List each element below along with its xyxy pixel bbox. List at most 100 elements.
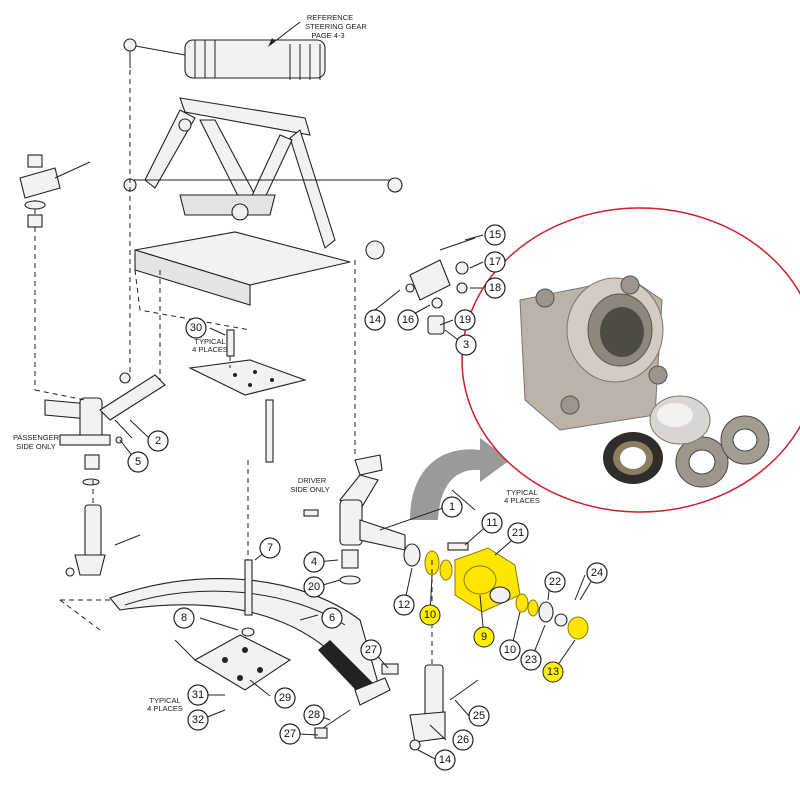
callout-8: 8 [173,607,195,629]
typical-right-line2: 4 PLACES [504,496,540,505]
callout-16: 16 [397,309,419,331]
typical-top-line1: TYPICAL [194,337,225,346]
callout-30: 30 [185,317,207,339]
svg-text:19: 19 [459,314,471,326]
svg-text:7: 7 [267,542,273,554]
callout-6: 6 [321,607,343,629]
callout-26: 26 [452,729,474,751]
svg-text:12: 12 [398,599,410,611]
callout-14-bottom: 14 [434,749,456,771]
typical-bottom-line2: 4 PLACES [147,704,183,713]
callout-29: 29 [274,687,296,709]
callout-11: 11 [481,512,503,534]
mounting-plate: TYPICAL 4 PLACES [188,329,307,463]
svg-text:14: 14 [369,314,381,326]
svg-text:23: 23 [525,654,537,666]
callout-31: 31 [187,684,209,706]
svg-text:1: 1 [449,501,455,513]
svg-text:31: 31 [192,689,204,701]
driver-note-line2: SIDE ONLY [290,485,329,494]
callout-23: 23 [520,649,542,671]
passenger-note-line1: PASSENGER [13,433,60,442]
spring-clamp-plate [174,460,292,691]
callout-19: 19 [454,309,476,331]
passenger-spindle-assembly: PASSENGER SIDE ONLY [13,70,166,486]
svg-text:32: 32 [192,714,204,726]
svg-text:2: 2 [155,435,161,447]
callout-21: 21 [507,522,529,544]
svg-text:14: 14 [439,754,451,766]
svg-text:11: 11 [486,517,497,529]
wheel-hub-assembly [403,542,589,640]
reference-note-line1: REFERENCE [307,13,353,22]
callout-3: 3 [455,334,477,356]
svg-text:4: 4 [311,556,317,568]
svg-text:17: 17 [489,256,501,268]
svg-text:8: 8 [181,612,187,624]
svg-text:15: 15 [489,229,501,241]
callout-5: 5 [127,451,149,473]
svg-text:3: 3 [463,339,469,351]
upper-right-bracket [405,237,476,335]
callout-24: 24 [586,562,608,584]
callout-17: 17 [484,251,506,273]
svg-text:10: 10 [424,609,436,621]
callout-10-left: 10 [419,604,441,626]
svg-text:29: 29 [279,692,291,704]
callout-4: 4 [303,551,325,573]
svg-text:22: 22 [549,576,561,588]
driver-spindle-assembly: DRIVER SIDE ONLY [290,260,406,585]
svg-text:21: 21 [512,527,524,539]
typical-bottom-line1: TYPICAL [149,696,180,705]
upper-ball-joint-left [19,154,91,228]
reference-note-line3: PAGE 4-3 [311,31,344,40]
svg-text:27: 27 [284,728,296,740]
driver-kingpin [314,560,479,751]
callout-22: 22 [544,571,566,593]
callout-9: 9 [473,626,495,648]
callout-20: 20 [303,576,325,598]
svg-text:5: 5 [135,456,141,468]
hub-kit-photo-inset [461,207,800,513]
callout-27-top: 27 [360,639,382,661]
leaf-spring [59,577,381,700]
svg-text:26: 26 [457,734,469,746]
callout-18: 18 [484,277,506,299]
callout-15: 15 [484,224,506,246]
svg-text:13: 13 [547,666,559,678]
passenger-note-line2: SIDE ONLY [16,442,55,451]
callout-28: 28 [303,704,325,726]
svg-text:25: 25 [473,710,485,722]
callout-14-top: 14 [364,309,386,331]
callout-32: 32 [187,709,209,731]
callout-27-bottom: 27 [279,723,301,745]
callout-2: 2 [147,430,169,452]
frame-section [134,231,351,380]
callout-10-right: 10 [499,639,521,661]
reference-note-line2: STEERING GEAR [305,22,367,31]
svg-text:9: 9 [481,631,487,643]
callout-1: 1 [441,496,463,518]
svg-text:6: 6 [329,612,335,624]
svg-text:24: 24 [591,567,603,579]
svg-text:27: 27 [365,644,377,656]
upper-a-frame [123,97,403,260]
callout-13: 13 [542,661,564,683]
callout-25: 25 [468,705,490,727]
callout-12: 12 [393,594,415,616]
svg-text:10: 10 [504,644,516,656]
svg-text:30: 30 [190,322,202,334]
driver-note-line1: DRIVER [298,476,327,485]
callout-7: 7 [259,537,281,559]
passenger-kingpin [65,480,141,577]
detail-arrow [410,438,510,520]
typical-top-line2: 4 PLACES [192,345,228,354]
typical-right-line1: TYPICAL [506,488,537,497]
steering-gear: REFERENCE STEERING GEAR PAGE 4-3 [123,13,367,80]
svg-text:28: 28 [308,709,320,721]
svg-text:18: 18 [489,282,501,294]
svg-text:20: 20 [308,581,320,593]
svg-text:16: 16 [402,314,414,326]
